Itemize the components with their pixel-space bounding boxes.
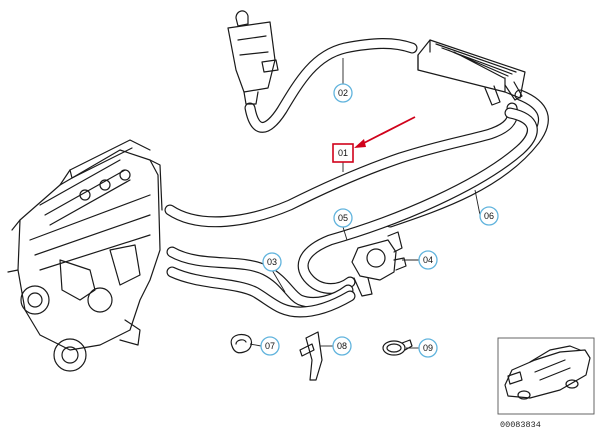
heater-core — [417, 39, 526, 106]
callout-06-text: 06 — [484, 211, 494, 221]
callout-08[interactable]: 08 — [332, 336, 352, 356]
hose-clamp-07 — [230, 333, 253, 354]
callout-08-text: 08 — [337, 341, 347, 351]
hose-05 — [297, 107, 538, 294]
hose-03-upper — [166, 246, 354, 308]
part-label-01-text: 01 — [338, 148, 348, 158]
callout-05[interactable]: 05 — [333, 208, 353, 228]
callout-09-text: 09 — [423, 343, 433, 353]
callout-09[interactable]: 09 — [418, 338, 438, 358]
hose-02 — [244, 38, 418, 133]
bracket-08 — [299, 331, 323, 381]
callout-07[interactable]: 07 — [260, 336, 280, 356]
highlight-arrow — [354, 116, 416, 148]
callout-04[interactable]: 04 — [418, 250, 438, 270]
leader-lines — [249, 58, 481, 349]
hose-01 — [164, 102, 519, 228]
part-label-01[interactable]: 01 — [332, 143, 354, 163]
reference-number: 00083834 — [500, 420, 541, 430]
engine-illustration — [7, 139, 163, 372]
callout-07-text: 07 — [265, 341, 275, 351]
callout-04-text: 04 — [423, 255, 433, 265]
hose-clamp-09 — [382, 339, 413, 356]
callout-06[interactable]: 06 — [479, 206, 499, 226]
callout-03[interactable]: 03 — [262, 252, 282, 272]
hose-03-lower — [166, 266, 356, 318]
callout-02-text: 02 — [338, 88, 348, 98]
callout-05-text: 05 — [338, 213, 348, 223]
vehicle-thumbnail — [497, 337, 595, 415]
callout-03-text: 03 — [267, 257, 277, 267]
expansion-tank — [227, 10, 279, 105]
thermostat-housing — [351, 231, 407, 297]
callout-02[interactable]: 02 — [333, 83, 353, 103]
